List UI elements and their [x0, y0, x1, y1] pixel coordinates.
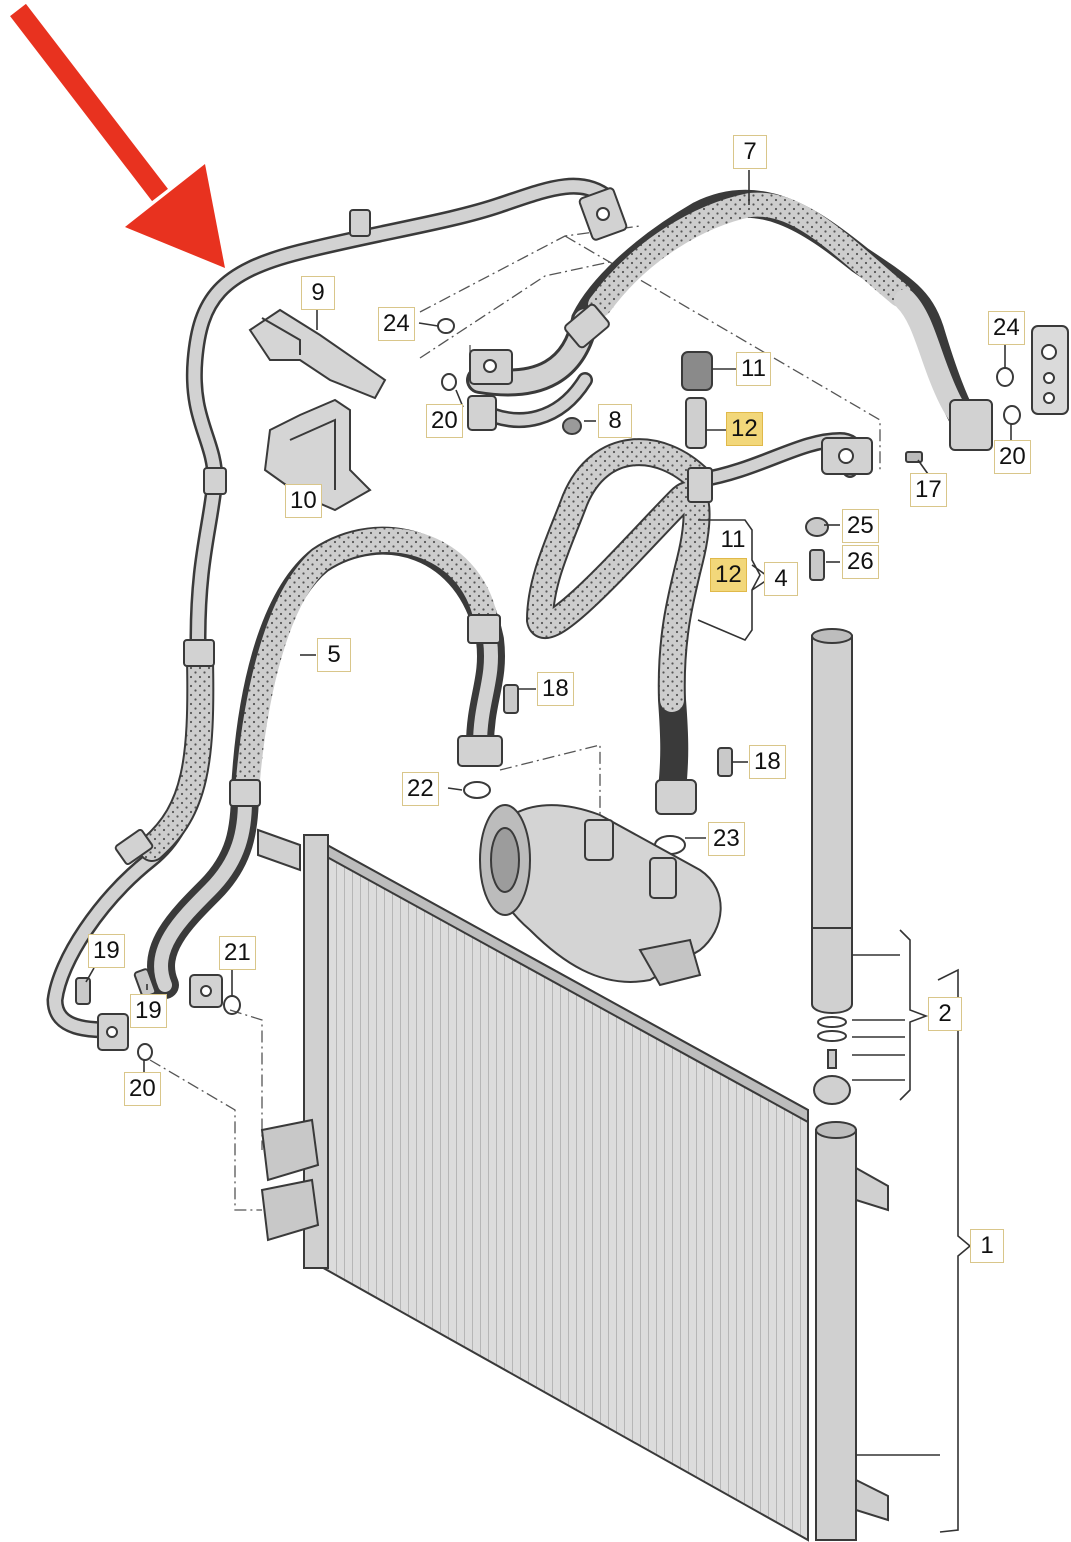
hose-7: [466, 189, 993, 451]
callout-18-lower: 18: [749, 745, 786, 779]
callout-22: 22: [402, 772, 439, 806]
callout-5: 5: [317, 638, 351, 672]
small-parts: [75, 318, 1069, 1061]
callout-11-group: 11: [720, 526, 746, 553]
callout-20-center: 20: [426, 404, 463, 438]
callout-24-left: 24: [378, 307, 415, 341]
callout-18-upper: 18: [537, 672, 574, 706]
ac-compressor: [479, 804, 722, 987]
callout-12-top: 12: [726, 412, 763, 446]
callout-24-right: 24: [988, 311, 1025, 345]
condenser: [257, 828, 889, 1542]
callout-7: 7: [733, 135, 767, 169]
callout-23: 23: [708, 822, 745, 856]
callout-20-bottom: 20: [124, 1072, 161, 1106]
bracket-9: [248, 308, 387, 400]
callout-20-right: 20: [994, 440, 1031, 474]
callout-19-right: 19: [130, 994, 167, 1028]
callout-1: 1: [970, 1229, 1004, 1263]
callout-25: 25: [842, 509, 879, 543]
callout-2: 2: [928, 997, 962, 1031]
callout-4: 4: [764, 562, 798, 596]
hose-4: [525, 431, 873, 815]
red-pointer-arrow: [10, 3, 225, 268]
callout-12-group: 12: [710, 558, 747, 592]
receiver-drier: [811, 628, 853, 1105]
callout-8: 8: [598, 404, 632, 438]
callout-17: 17: [910, 473, 947, 507]
left-refrigerant-pipe: [46, 177, 628, 1051]
bracket-10: [263, 398, 372, 512]
callout-19-left: 19: [88, 934, 125, 968]
callout-10: 10: [285, 484, 322, 518]
callout-21: 21: [219, 936, 256, 970]
callout-11-top: 11: [736, 352, 771, 386]
dashed-leader-lines: [149, 225, 881, 1211]
callout-9: 9: [301, 276, 335, 310]
hose-5: [147, 526, 505, 1008]
callout-26: 26: [842, 545, 879, 579]
